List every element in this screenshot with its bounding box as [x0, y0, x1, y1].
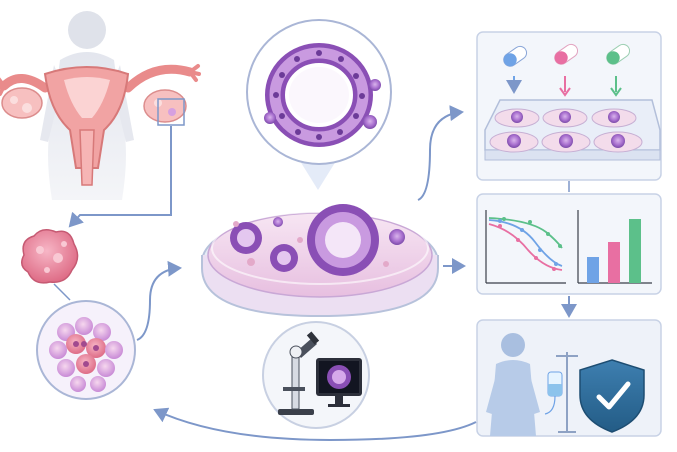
- multiwell-plate-icon: [485, 100, 660, 160]
- organoid-large: [307, 204, 379, 276]
- tissue-sample-icon: [22, 230, 78, 283]
- chart-panel-icon: [477, 194, 661, 294]
- bar-blue: [587, 257, 599, 283]
- patient-therapy-icon: [477, 320, 661, 436]
- bar-pink: [608, 242, 620, 283]
- organoid-small: [270, 244, 298, 272]
- microscope-monitor-icon: [263, 322, 369, 428]
- petri-dish-icon: [202, 204, 438, 316]
- organoid-magnified-icon: [247, 20, 391, 190]
- arrow-cells-to-culture: [137, 268, 180, 340]
- tissue-to-cells-link: [54, 284, 70, 300]
- arrow-culture-to-screening: [418, 112, 462, 200]
- cell-cluster-icon: [37, 301, 135, 399]
- organoid-medium: [230, 222, 262, 254]
- drug-screening-panel: [477, 32, 661, 180]
- bar-green: [629, 219, 641, 283]
